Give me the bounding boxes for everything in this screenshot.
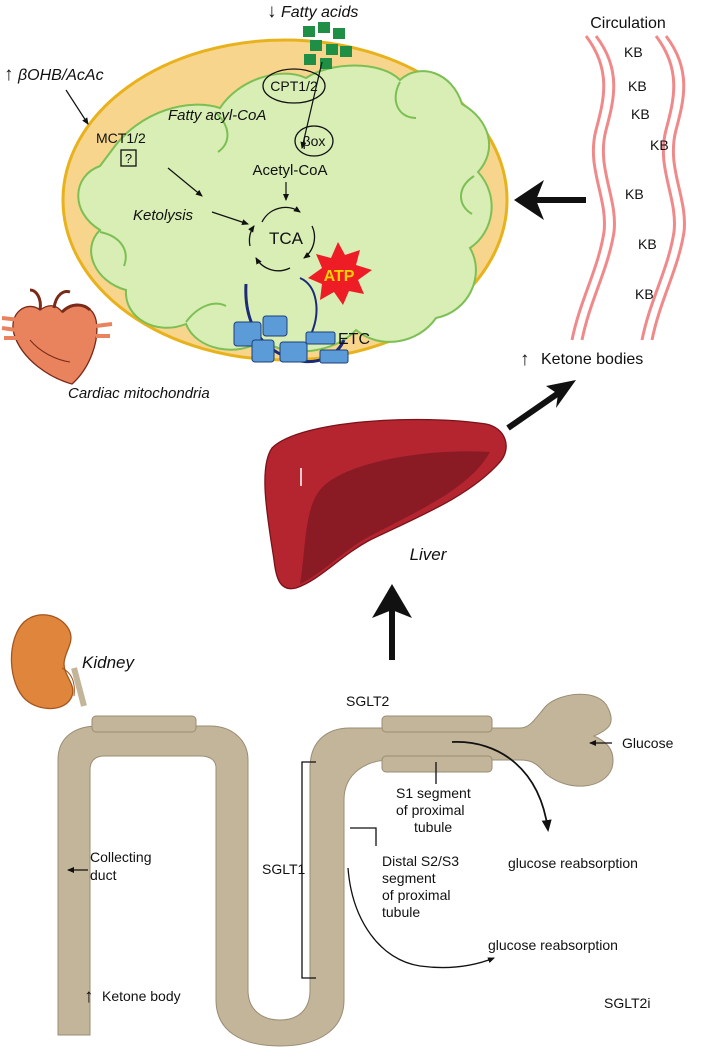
mito-crista bbox=[394, 81, 417, 119]
collecting-duct-label-2: duct bbox=[90, 867, 117, 883]
blood-vessel bbox=[570, 35, 686, 341]
kidney-label: Kidney bbox=[82, 653, 135, 672]
distal-label-2: segment bbox=[382, 870, 436, 886]
ketone-body-label: Ketone body bbox=[102, 988, 181, 1004]
cpt-label: CPT1/2 bbox=[270, 78, 318, 94]
kb-label: KB bbox=[635, 286, 654, 302]
kb-label: KB bbox=[628, 78, 647, 94]
distal-label-3: of proximal bbox=[382, 887, 450, 903]
liver-to-ketone-arrow bbox=[506, 389, 562, 431]
kidney-to-liver-arrowhead bbox=[372, 584, 412, 618]
circulation-title: Circulation bbox=[590, 15, 666, 32]
distal-reabsorption-arrow bbox=[347, 867, 495, 969]
sglt1-bracket bbox=[301, 761, 316, 979]
mito-crista bbox=[460, 175, 475, 215]
distal-label-1: Distal S2/S3 bbox=[382, 853, 459, 869]
atp-label: ATP bbox=[324, 268, 355, 285]
ketone-body-arrow: ↑ bbox=[84, 986, 94, 1007]
fatty-acids-label: Fatty acids bbox=[281, 4, 358, 21]
fatty-acyl-coa-label: Fatty acyl-CoA bbox=[168, 107, 266, 124]
mito-crista bbox=[99, 231, 127, 267]
ketone-bodies-arrow: ↑ bbox=[520, 349, 530, 370]
mito-inner-membrane bbox=[77, 64, 493, 353]
glucose-reabsorption-label-1: glucose reabsorption bbox=[508, 855, 638, 871]
fatty-acids-arrow: ↓ bbox=[267, 1, 277, 22]
heart-icon bbox=[1, 288, 113, 385]
kb-label: KB bbox=[650, 137, 669, 153]
ketone-input-arrow: ↑ bbox=[4, 64, 14, 85]
fatty-acid-squares bbox=[303, 22, 352, 69]
mct-unknown-label: ? bbox=[125, 151, 132, 166]
cpt-transporter bbox=[262, 68, 326, 104]
kidney-icon bbox=[10, 614, 87, 710]
cardiac-mitochondria-caption: Cardiac mitochondria bbox=[68, 385, 210, 402]
beta-ox-label: βox bbox=[303, 133, 326, 149]
atp-synthase-link bbox=[299, 277, 318, 333]
circulation-to-heart-arrowhead bbox=[514, 180, 544, 220]
mct-transporter-box bbox=[120, 149, 137, 167]
liver-organ bbox=[264, 418, 507, 590]
mct-label: MCT1/2 bbox=[96, 130, 146, 146]
liver-to-ketone-arrowhead bbox=[546, 380, 576, 408]
s1-label-1: S1 segment bbox=[396, 785, 471, 801]
kb-label: KB bbox=[624, 44, 643, 60]
acetyl-coa-label: Acetyl-CoA bbox=[252, 162, 327, 179]
fatty-acid-to-acetyl-arrow bbox=[300, 61, 323, 149]
ketone-input-arrow-line bbox=[65, 89, 89, 125]
s1-label-2: of proximal bbox=[396, 802, 464, 818]
etc-label: ETC bbox=[338, 331, 370, 348]
s1-reabsorption-arrow bbox=[451, 741, 552, 832]
mct-to-ketolysis-arrow bbox=[167, 167, 203, 197]
beta-oxidation-circle bbox=[294, 125, 334, 157]
distal-label-4: tubule bbox=[382, 904, 420, 920]
tca-label: TCA bbox=[269, 229, 304, 248]
mitochondrion: ↓ Fatty acids CPT1/2 Fatty acyl-CoA βox … bbox=[4, 1, 509, 364]
kb-label: KB bbox=[631, 106, 650, 122]
tca-cycle bbox=[248, 206, 316, 272]
s1-label-3: tubule bbox=[414, 819, 452, 835]
nephron-tubule bbox=[57, 693, 614, 1047]
ketolysis-label: Ketolysis bbox=[133, 207, 194, 224]
distal-pointer bbox=[350, 827, 377, 846]
glucose-label: Glucose bbox=[622, 735, 674, 751]
atp-burst bbox=[308, 242, 372, 305]
etc-proteins bbox=[233, 315, 349, 364]
collecting-duct-label-1: Collecting bbox=[90, 849, 151, 865]
mito-crista bbox=[185, 302, 227, 323]
liver-label: Liver bbox=[410, 545, 448, 564]
ketone-bodies-label: Ketone bodies bbox=[541, 351, 643, 368]
mito-crista bbox=[214, 111, 229, 153]
sglt2i-label: SGLT2i bbox=[604, 995, 650, 1011]
kb-label: KB bbox=[625, 186, 644, 202]
sglt2-label: SGLT2 bbox=[346, 693, 390, 709]
kb-label: KB bbox=[638, 236, 657, 252]
ketone-body-labels: KB KB KB KB KB KB KB bbox=[624, 44, 669, 302]
glucose-reabsorption-label-2: glucose reabsorption bbox=[488, 937, 618, 953]
ketolysis-to-tca-arrow bbox=[211, 211, 249, 225]
ketone-input-label: βOHB/AcAc bbox=[17, 67, 104, 84]
sglt1-label: SGLT1 bbox=[262, 861, 306, 877]
